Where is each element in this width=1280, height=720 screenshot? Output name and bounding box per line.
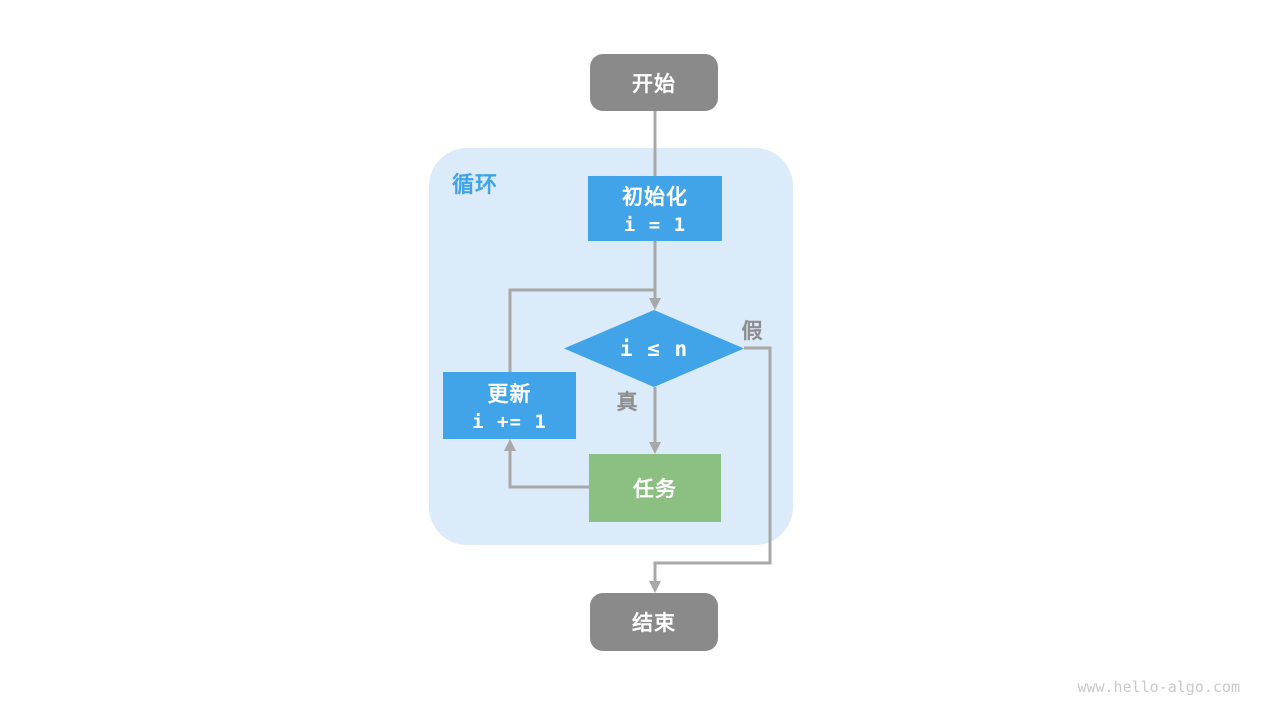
node-end-label: 结束 [632, 612, 676, 635]
arrowhead-into-end [649, 581, 661, 593]
node-update: 更新 i += 1 [443, 372, 576, 439]
node-update-code: i += 1 [472, 411, 547, 433]
branch-false-label: 假 [741, 320, 763, 343]
node-start: 开始 [590, 54, 718, 111]
node-task: 任务 [589, 454, 721, 522]
node-init: 初始化 i = 1 [588, 176, 722, 241]
node-task-label: 任务 [633, 478, 677, 501]
loop-region-label: 循环 [452, 172, 499, 197]
node-end: 结束 [590, 593, 718, 651]
node-update-label: 更新 [487, 383, 532, 406]
node-condition-code: i ≤ n [619, 336, 689, 361]
node-start-label: 开始 [632, 72, 676, 96]
node-init-code: i = 1 [623, 214, 687, 236]
watermark-text: www.hello-algo.com [1077, 678, 1240, 696]
branch-true-label: 真 [616, 391, 638, 414]
node-init-label: 初始化 [622, 186, 688, 209]
